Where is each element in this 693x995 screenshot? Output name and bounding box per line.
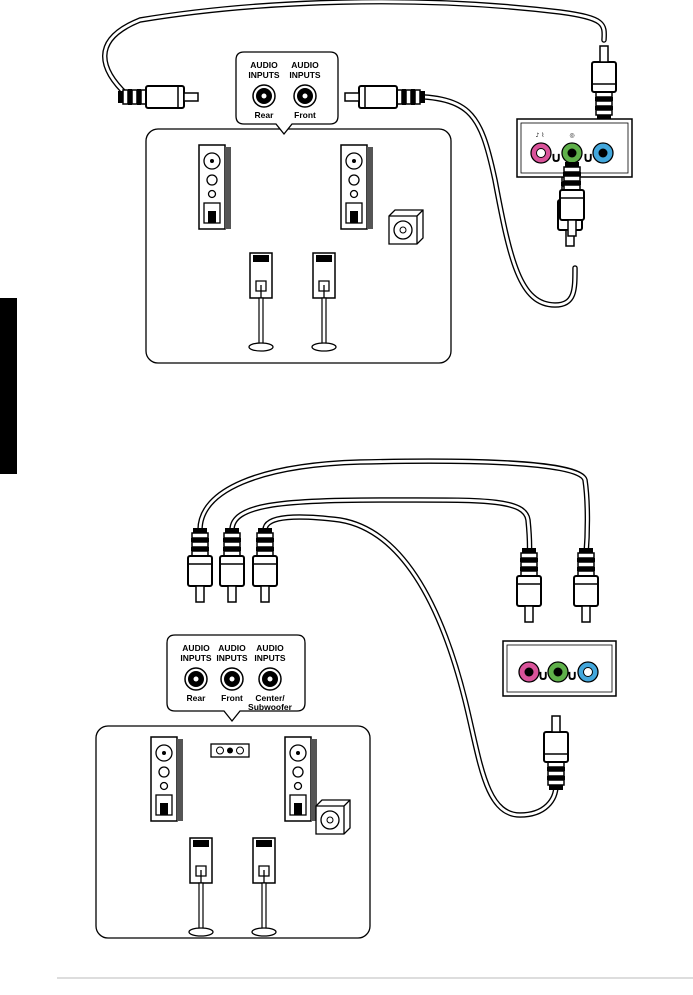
jack-caption-front: Front bbox=[294, 110, 316, 120]
board-plug-green-3ch bbox=[543, 715, 569, 791]
cable-front-3ch bbox=[229, 497, 533, 563]
front-plug-3ch bbox=[219, 527, 245, 603]
subwoofer-cube-3ch bbox=[315, 799, 351, 835]
input-label-line2: INPUTS bbox=[216, 653, 248, 663]
jack-caption-rear: Rear bbox=[255, 110, 275, 120]
rear-plug-3ch bbox=[187, 527, 213, 603]
front-speaker-left bbox=[198, 144, 232, 230]
input-label-line1: AUDIO bbox=[250, 60, 278, 70]
jack-front bbox=[293, 84, 317, 108]
cable-rear bbox=[102, 0, 607, 99]
input-label-line1: AUDIO bbox=[218, 643, 246, 653]
jack-center-3ch bbox=[258, 667, 282, 691]
speaker-box-2ch bbox=[145, 128, 452, 364]
input-label-line1: AUDIO bbox=[256, 643, 284, 653]
center-plug-3ch bbox=[252, 527, 278, 603]
input-label-line2: INPUTS bbox=[289, 70, 321, 80]
svg-text:∪: ∪ bbox=[566, 668, 577, 684]
side-tab bbox=[0, 298, 17, 474]
front-speaker-right-3ch bbox=[284, 736, 318, 822]
jack-rear-3ch bbox=[184, 667, 208, 691]
jack-caption-subwoofer: Subwoofer bbox=[248, 702, 293, 712]
input-label-line2: INPUTS bbox=[254, 653, 286, 663]
input-label-line1: AUDIO bbox=[291, 60, 319, 70]
front-plug-2ch bbox=[344, 85, 426, 109]
svg-text:∪: ∪ bbox=[550, 150, 561, 166]
center-speaker bbox=[210, 743, 250, 758]
jack-front-3ch bbox=[220, 667, 244, 691]
jack-caption-front: Front bbox=[221, 693, 243, 703]
front-speaker-right bbox=[340, 144, 374, 230]
board-plug-blue-3ch bbox=[573, 547, 599, 623]
board-plug-top bbox=[591, 45, 617, 121]
rear-plug-2ch bbox=[117, 85, 199, 109]
jack-rear bbox=[252, 84, 276, 108]
audio-port-panel-bottom: ∪ ∪ bbox=[502, 640, 617, 697]
jack-caption-rear: Rear bbox=[187, 693, 207, 703]
diagram-2-speakers: AUDIO INPUTS AUDIO INPUTS Rear Front ♪ ⌇… bbox=[102, 0, 633, 364]
board-plug-pink-3ch bbox=[516, 547, 542, 623]
svg-text:♪ ⌇: ♪ ⌇ bbox=[536, 132, 545, 139]
svg-text:◎: ◎ bbox=[569, 132, 574, 139]
subwoofer-cube bbox=[388, 209, 424, 245]
input-label-line2: INPUTS bbox=[248, 70, 280, 80]
input-label-line1: AUDIO bbox=[182, 643, 210, 653]
front-speaker-left-3ch bbox=[150, 736, 184, 822]
svg-text:∪: ∪ bbox=[582, 150, 593, 166]
input-label-line2: INPUTS bbox=[180, 653, 212, 663]
diagram-3-speakers: AUDIO INPUTS AUDIO INPUTS AUDIO INPUTS R… bbox=[95, 458, 617, 939]
svg-text:∪: ∪ bbox=[537, 668, 548, 684]
jack-caption-center: Center/ bbox=[255, 693, 285, 703]
